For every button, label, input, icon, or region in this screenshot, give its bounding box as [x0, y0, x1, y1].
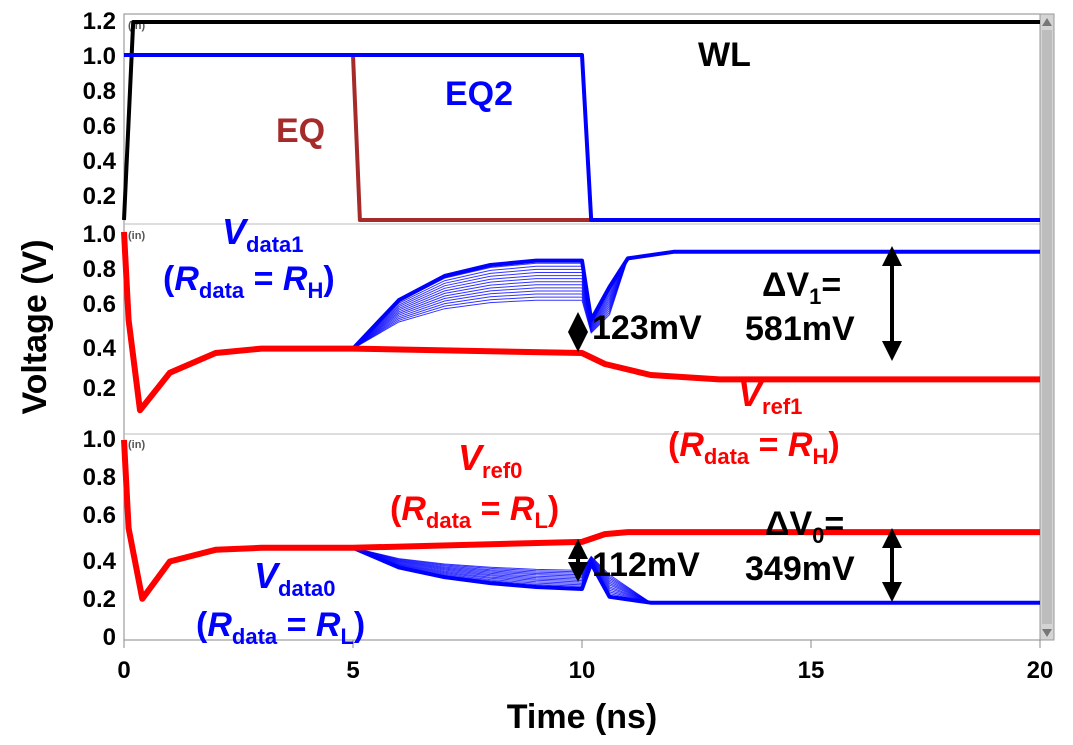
- y-axis-title: Voltage (V): [16, 239, 54, 414]
- y-tick-label: 0.8: [83, 78, 116, 105]
- y-tick-label: 0.8: [83, 256, 116, 283]
- series-layer: [121, 20, 1040, 605]
- label-vref0-condition: (Rdata = RL): [390, 490, 559, 533]
- label-vdata0-condition: (Rdata = RL): [196, 606, 365, 649]
- x-tick-label: 20: [1027, 657, 1054, 684]
- corner-tag-2: (in): [128, 230, 145, 242]
- y-ticks: 1.2 1.0 0.8 0.6 0.4 0.2 1.0 0.8 0.6 0.4 …: [83, 8, 117, 651]
- annotation-delta-v1: ΔV1=: [762, 266, 841, 309]
- label-vdata1-condition: (Rdata = RH): [163, 260, 335, 303]
- y-tick-label: 1.0: [83, 426, 116, 453]
- arrows: [568, 246, 902, 602]
- y-tick-label: 1.0: [83, 43, 116, 70]
- label-vdata1: Vdata1: [222, 211, 304, 257]
- series-vref1-line: [121, 231, 1040, 414]
- x-axis-title: Time (ns): [507, 698, 658, 736]
- y-tick-label: 0.2: [83, 183, 116, 210]
- label-vref0: Vref0: [458, 437, 522, 483]
- scroll-up-icon[interactable]: [1042, 18, 1052, 26]
- y-tick-label: 0.6: [83, 291, 116, 318]
- y-tick-label: 1.0: [83, 221, 116, 248]
- x-ticks: 0 5 10 15 20: [117, 657, 1053, 684]
- x-tick-label: 15: [798, 657, 825, 684]
- x-tick-label: 10: [569, 657, 596, 684]
- series-wl-line: [122, 20, 1040, 221]
- label-eq2: EQ2: [445, 75, 513, 113]
- y-tick-label: 0: [103, 624, 116, 651]
- y-tick-label: 0.4: [83, 335, 117, 362]
- label-vref1-condition: (Rdata = RH): [668, 426, 840, 469]
- series-eq2-line: [124, 53, 1040, 222]
- scroll-down-icon[interactable]: [1042, 629, 1052, 637]
- x-tick-label: 5: [346, 657, 359, 684]
- series-vref0-line: [121, 439, 1040, 602]
- y-tick-label: 0.6: [83, 502, 116, 529]
- x-tick-label: 0: [117, 657, 130, 684]
- annotation-123mv: 123mV: [592, 309, 702, 347]
- annotation-349mv: 349mV: [745, 550, 855, 588]
- y-tick-label: 0.6: [83, 113, 116, 140]
- annotation-112mv: 112mV: [592, 546, 700, 584]
- y-tick-label: 0.2: [83, 375, 116, 402]
- label-eq: EQ: [276, 112, 325, 150]
- label-vdata0: Vdata0: [254, 555, 336, 601]
- label-wl: WL: [698, 36, 751, 74]
- corner-tag-3: (in): [128, 439, 145, 451]
- y-tick-label: 1.2: [83, 8, 116, 35]
- y-tick-label: 0.4: [83, 548, 117, 575]
- x-axis: [123, 640, 1041, 648]
- y-tick-label: 0.4: [83, 148, 117, 175]
- label-vref1: Vref1: [738, 373, 802, 419]
- scrollbar[interactable]: [1039, 13, 1055, 641]
- annotation-581mv: 581mV: [745, 310, 855, 348]
- annotation-delta-v0: ΔV0=: [765, 505, 844, 548]
- y-tick-label: 0.2: [83, 586, 116, 613]
- y-tick-label: 0.8: [83, 464, 116, 491]
